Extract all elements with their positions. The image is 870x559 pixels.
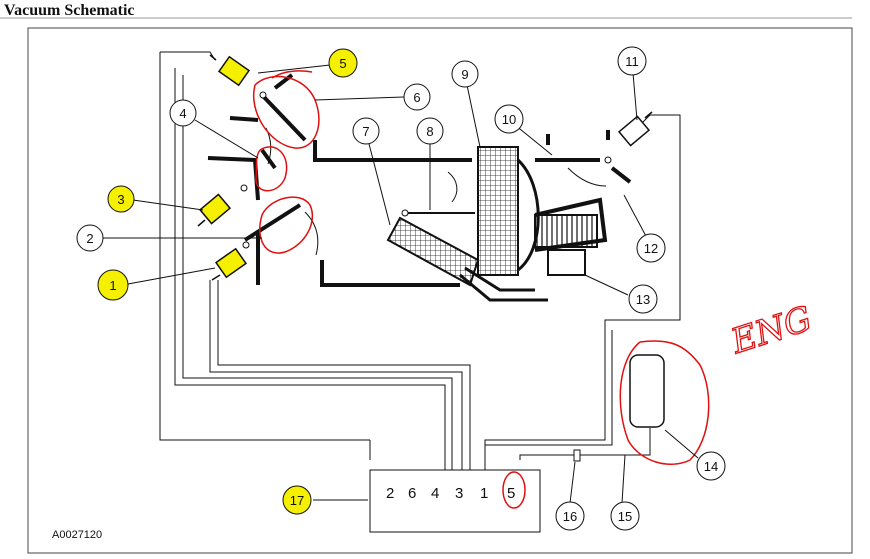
evaporator-core xyxy=(477,146,519,276)
annotation-circle-port-5 xyxy=(502,471,526,509)
svg-text:16: 16 xyxy=(563,509,577,524)
svg-text:4: 4 xyxy=(179,106,186,121)
annotation-circle-reservoir xyxy=(619,340,710,465)
actuator-3 xyxy=(197,193,232,227)
callout-8: 8 xyxy=(416,117,444,145)
callout-15: 15 xyxy=(610,501,640,531)
actuator-1 xyxy=(211,247,248,281)
figure-code: A0027120 xyxy=(52,529,102,541)
callout-13: 13 xyxy=(628,284,658,314)
outlet-duct xyxy=(459,273,548,302)
callout-10: 10 xyxy=(494,104,524,134)
vacuum-reservoir xyxy=(629,354,665,428)
leader-lines xyxy=(103,64,699,504)
svg-text:6: 6 xyxy=(413,90,420,105)
manifold-ports: 2 6 4 3 1 5 xyxy=(386,485,515,502)
port-label: 5 xyxy=(507,485,515,502)
port-label: 1 xyxy=(480,485,488,502)
port-label: 4 xyxy=(431,485,439,502)
blower-motor xyxy=(547,249,586,276)
callout-3: 3 xyxy=(107,185,135,213)
callout-17: 17 xyxy=(282,485,312,515)
heater-core xyxy=(386,216,480,287)
svg-text:5: 5 xyxy=(339,56,346,71)
door-pivot xyxy=(240,184,248,192)
svg-text:9: 9 xyxy=(461,67,468,82)
callout-12: 12 xyxy=(636,233,666,263)
annotation-circles xyxy=(252,70,320,254)
door-pivot xyxy=(259,91,267,99)
svg-text:14: 14 xyxy=(704,459,718,474)
callout-2: 2 xyxy=(76,224,104,252)
svg-text:12: 12 xyxy=(644,241,658,256)
handwritten-eng-note: ENG xyxy=(726,299,817,363)
page-title: Vacuum Schematic xyxy=(4,2,135,19)
svg-text:10: 10 xyxy=(502,112,516,127)
housing-line-hidden xyxy=(515,50,600,160)
callout-1: 1 xyxy=(97,269,129,301)
svg-text:7: 7 xyxy=(362,124,369,139)
callout-7: 7 xyxy=(352,117,380,145)
vacuum-manifold xyxy=(369,469,541,533)
port-label: 6 xyxy=(408,485,416,502)
callout-4: 4 xyxy=(169,99,197,127)
svg-text:8: 8 xyxy=(426,124,433,139)
check-valve xyxy=(573,449,581,462)
diagram-frame xyxy=(27,27,853,554)
port-label: 2 xyxy=(386,485,394,502)
callout-11: 11 xyxy=(617,46,647,76)
door-pivot xyxy=(242,241,250,249)
actuator-5 xyxy=(209,54,251,87)
svg-text:13: 13 xyxy=(636,292,650,307)
svg-text:2: 2 xyxy=(86,231,93,246)
svg-text:11: 11 xyxy=(625,54,639,69)
svg-text:15: 15 xyxy=(618,509,632,524)
callout-16: 16 xyxy=(555,501,585,531)
callout-5: 5 xyxy=(328,48,358,78)
svg-text:1: 1 xyxy=(109,278,116,293)
callout-9: 9 xyxy=(451,60,479,88)
port-label: 3 xyxy=(455,485,463,502)
hose-to-check-valve xyxy=(519,454,575,460)
actuator-11 xyxy=(617,111,653,147)
blend-door-pivot xyxy=(401,209,409,217)
vacuum-hoses xyxy=(174,68,613,470)
svg-text:3: 3 xyxy=(117,192,124,207)
callout-14: 14 xyxy=(696,451,726,481)
outlet-duct xyxy=(464,266,535,292)
door-pivot xyxy=(604,156,612,164)
svg-text:17: 17 xyxy=(290,493,304,508)
callout-6: 6 xyxy=(403,83,431,111)
blower-wheel xyxy=(534,214,598,248)
hose-to-reservoir xyxy=(580,428,651,456)
housing-outline-right xyxy=(484,114,681,470)
